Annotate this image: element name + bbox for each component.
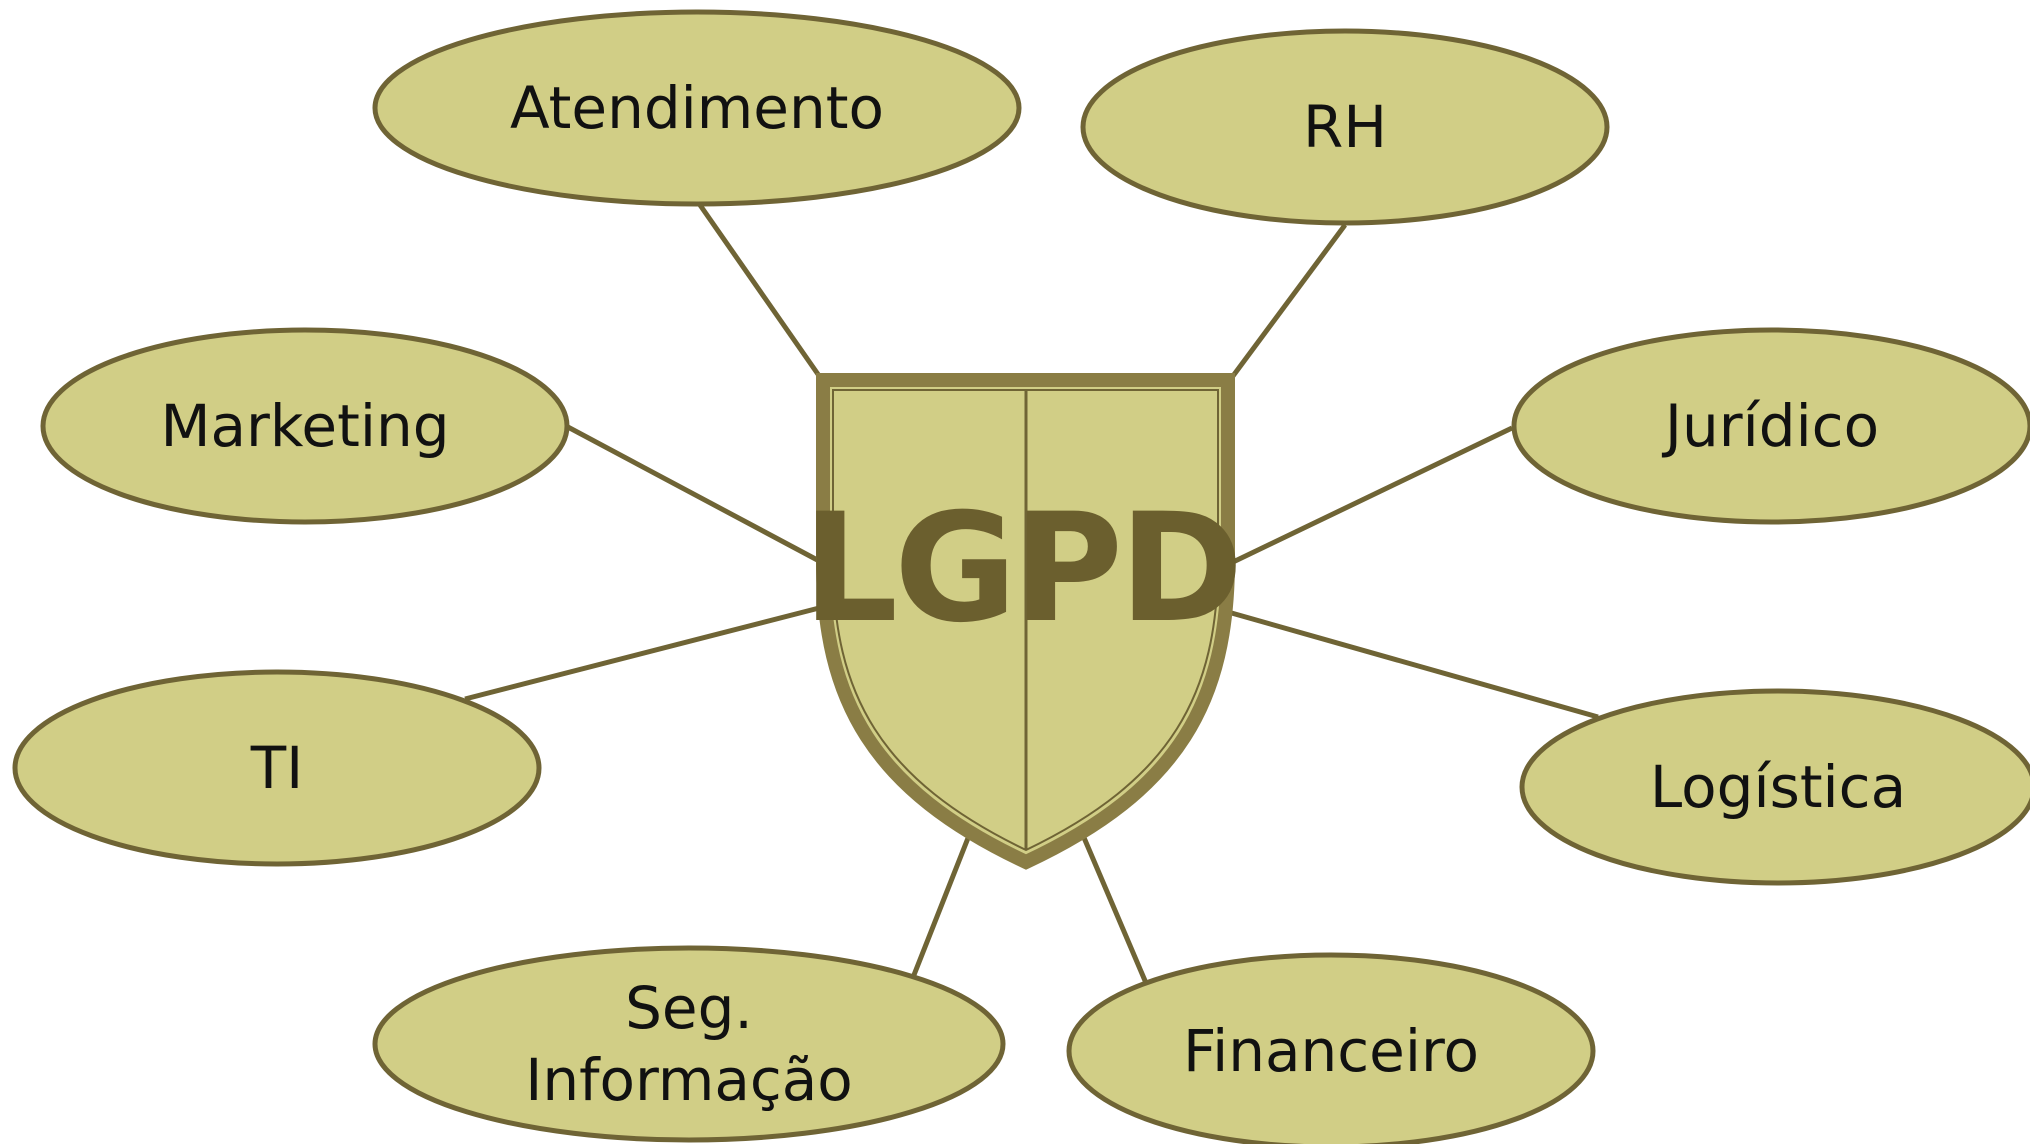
- node-ellipse-financeiro: [1066, 952, 1596, 1144]
- connector-juridico: [1229, 425, 1514, 566]
- connector-rh: [1227, 223, 1348, 382]
- node-label-financeiro: Financeiro: [1183, 1017, 1479, 1085]
- node-seg-informacao: Seg.Informação: [372, 945, 1006, 1143]
- node-label-marketing: Marketing: [160, 392, 449, 460]
- connector-seg-informacao: [909, 832, 973, 981]
- node-atendimento: Atendimento: [372, 9, 1022, 207]
- connector-marketing: [564, 423, 825, 566]
- node-ellipse-marketing: [40, 327, 570, 525]
- node-label-juridico: Jurídico: [1662, 392, 1879, 460]
- connector-atendimento: [697, 203, 825, 382]
- connector-logistica: [1227, 609, 1599, 720]
- node-label-logistica: Logística: [1650, 753, 1906, 821]
- node-label-atendimento: Atendimento: [510, 74, 884, 142]
- node-label-seg-informacao-1: Seg.: [625, 974, 753, 1042]
- node-ellipse-juridico: [1511, 327, 2030, 525]
- node-juridico: Jurídico: [1511, 327, 2030, 525]
- center-label: LGPD: [802, 482, 1239, 656]
- node-logistica: Logística: [1519, 688, 2030, 886]
- node-ti: TI: [12, 669, 542, 867]
- node-ellipse-rh: [1080, 28, 1610, 226]
- node-ellipse-logistica: [1519, 688, 2030, 886]
- node-label-seg-informacao-2: Informação: [525, 1046, 853, 1114]
- node-label-rh: RH: [1303, 93, 1387, 161]
- node-ellipse-atendimento: [372, 9, 1022, 207]
- connector-ti: [464, 604, 824, 702]
- connector-financeiro: [1079, 832, 1149, 984]
- node-marketing: Marketing: [40, 327, 570, 525]
- node-ellipse-ti: [12, 669, 542, 867]
- node-rh: RH: [1080, 28, 1610, 226]
- connectors: [464, 203, 1599, 984]
- lgpd-shield: LGPD: [802, 373, 1244, 870]
- node-label-ti: TI: [250, 734, 304, 802]
- node-ellipse-seg-informacao: [372, 945, 1006, 1143]
- node-financeiro: Financeiro: [1066, 952, 1596, 1144]
